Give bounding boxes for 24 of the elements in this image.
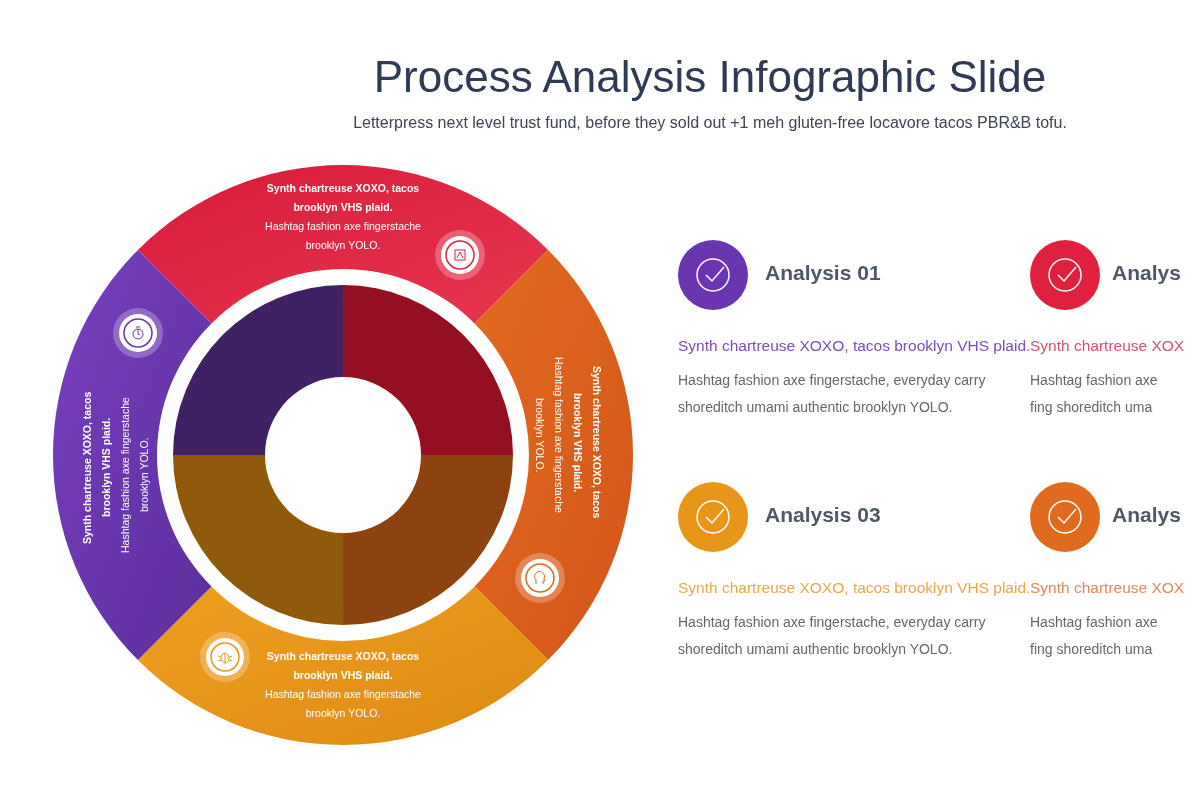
- ring-segment: [472, 248, 636, 662]
- card-text: Hashtag fashion axe fing shoreditch uma: [1030, 371, 1159, 417]
- slide-title: Process Analysis Infographic Slide: [372, 52, 1048, 102]
- slide-subtitle: Letterpress next level trust fund, before they sold out +1 meh gluten-free locavore tacos PBR&B tofu.: [352, 114, 1068, 132]
- card-heading: Analys: [1112, 503, 1181, 527]
- card-text: Hashtag fashion axe fingerstache, everyday carry shoreditch umami authentic brooklyn YOLO.: [678, 371, 987, 417]
- card-subheading: Synth chartreuse XOXO, tacos brooklyn VHS plaid.: [678, 579, 1031, 597]
- segment-heading: Synth chartreuse XOXO, tacos brooklyn VHS plaid.: [80, 390, 113, 546]
- card-subheading: Synth chartreuse XOXO, tacos brooklyn VHS plaid.: [678, 337, 1031, 355]
- segment-heading: Synth chartreuse XOXO, tacos brooklyn VHS plaid.: [571, 365, 604, 521]
- card-subheading: Synth chartreuse XOX: [1030, 337, 1185, 355]
- card-subheading: Synth chartreuse XOX: [1030, 579, 1185, 597]
- segment-text: Hashtag fashion axe fingerstache brooklyn YOLO.: [533, 356, 566, 515]
- ring-segment: [50, 248, 214, 662]
- card-heading: Analysis 03: [765, 503, 881, 527]
- card-text: Hashtag fashion axe fing shoreditch uma: [1030, 613, 1159, 659]
- segment-text: Hashtag fashion axe fingerstache brooklyn YOLO.: [118, 396, 151, 555]
- card-text: Hashtag fashion axe fingerstache, everyday carry shoreditch umami authentic brooklyn YOLO.: [678, 613, 987, 659]
- segment-heading: Synth chartreuse XOXO, tacos brooklyn VHS plaid.: [265, 181, 421, 215]
- segment-text: Hashtag fashion axe fingerstache brooklyn YOLO.: [264, 687, 422, 721]
- segment-heading: Synth chartreuse XOXO, tacos brooklyn VHS plaid.: [265, 649, 421, 683]
- segment-text: Hashtag fashion axe fingerstache brooklyn YOLO.: [264, 219, 422, 253]
- card-heading: Analys: [1112, 261, 1181, 285]
- card-heading: Analysis 01: [765, 261, 881, 285]
